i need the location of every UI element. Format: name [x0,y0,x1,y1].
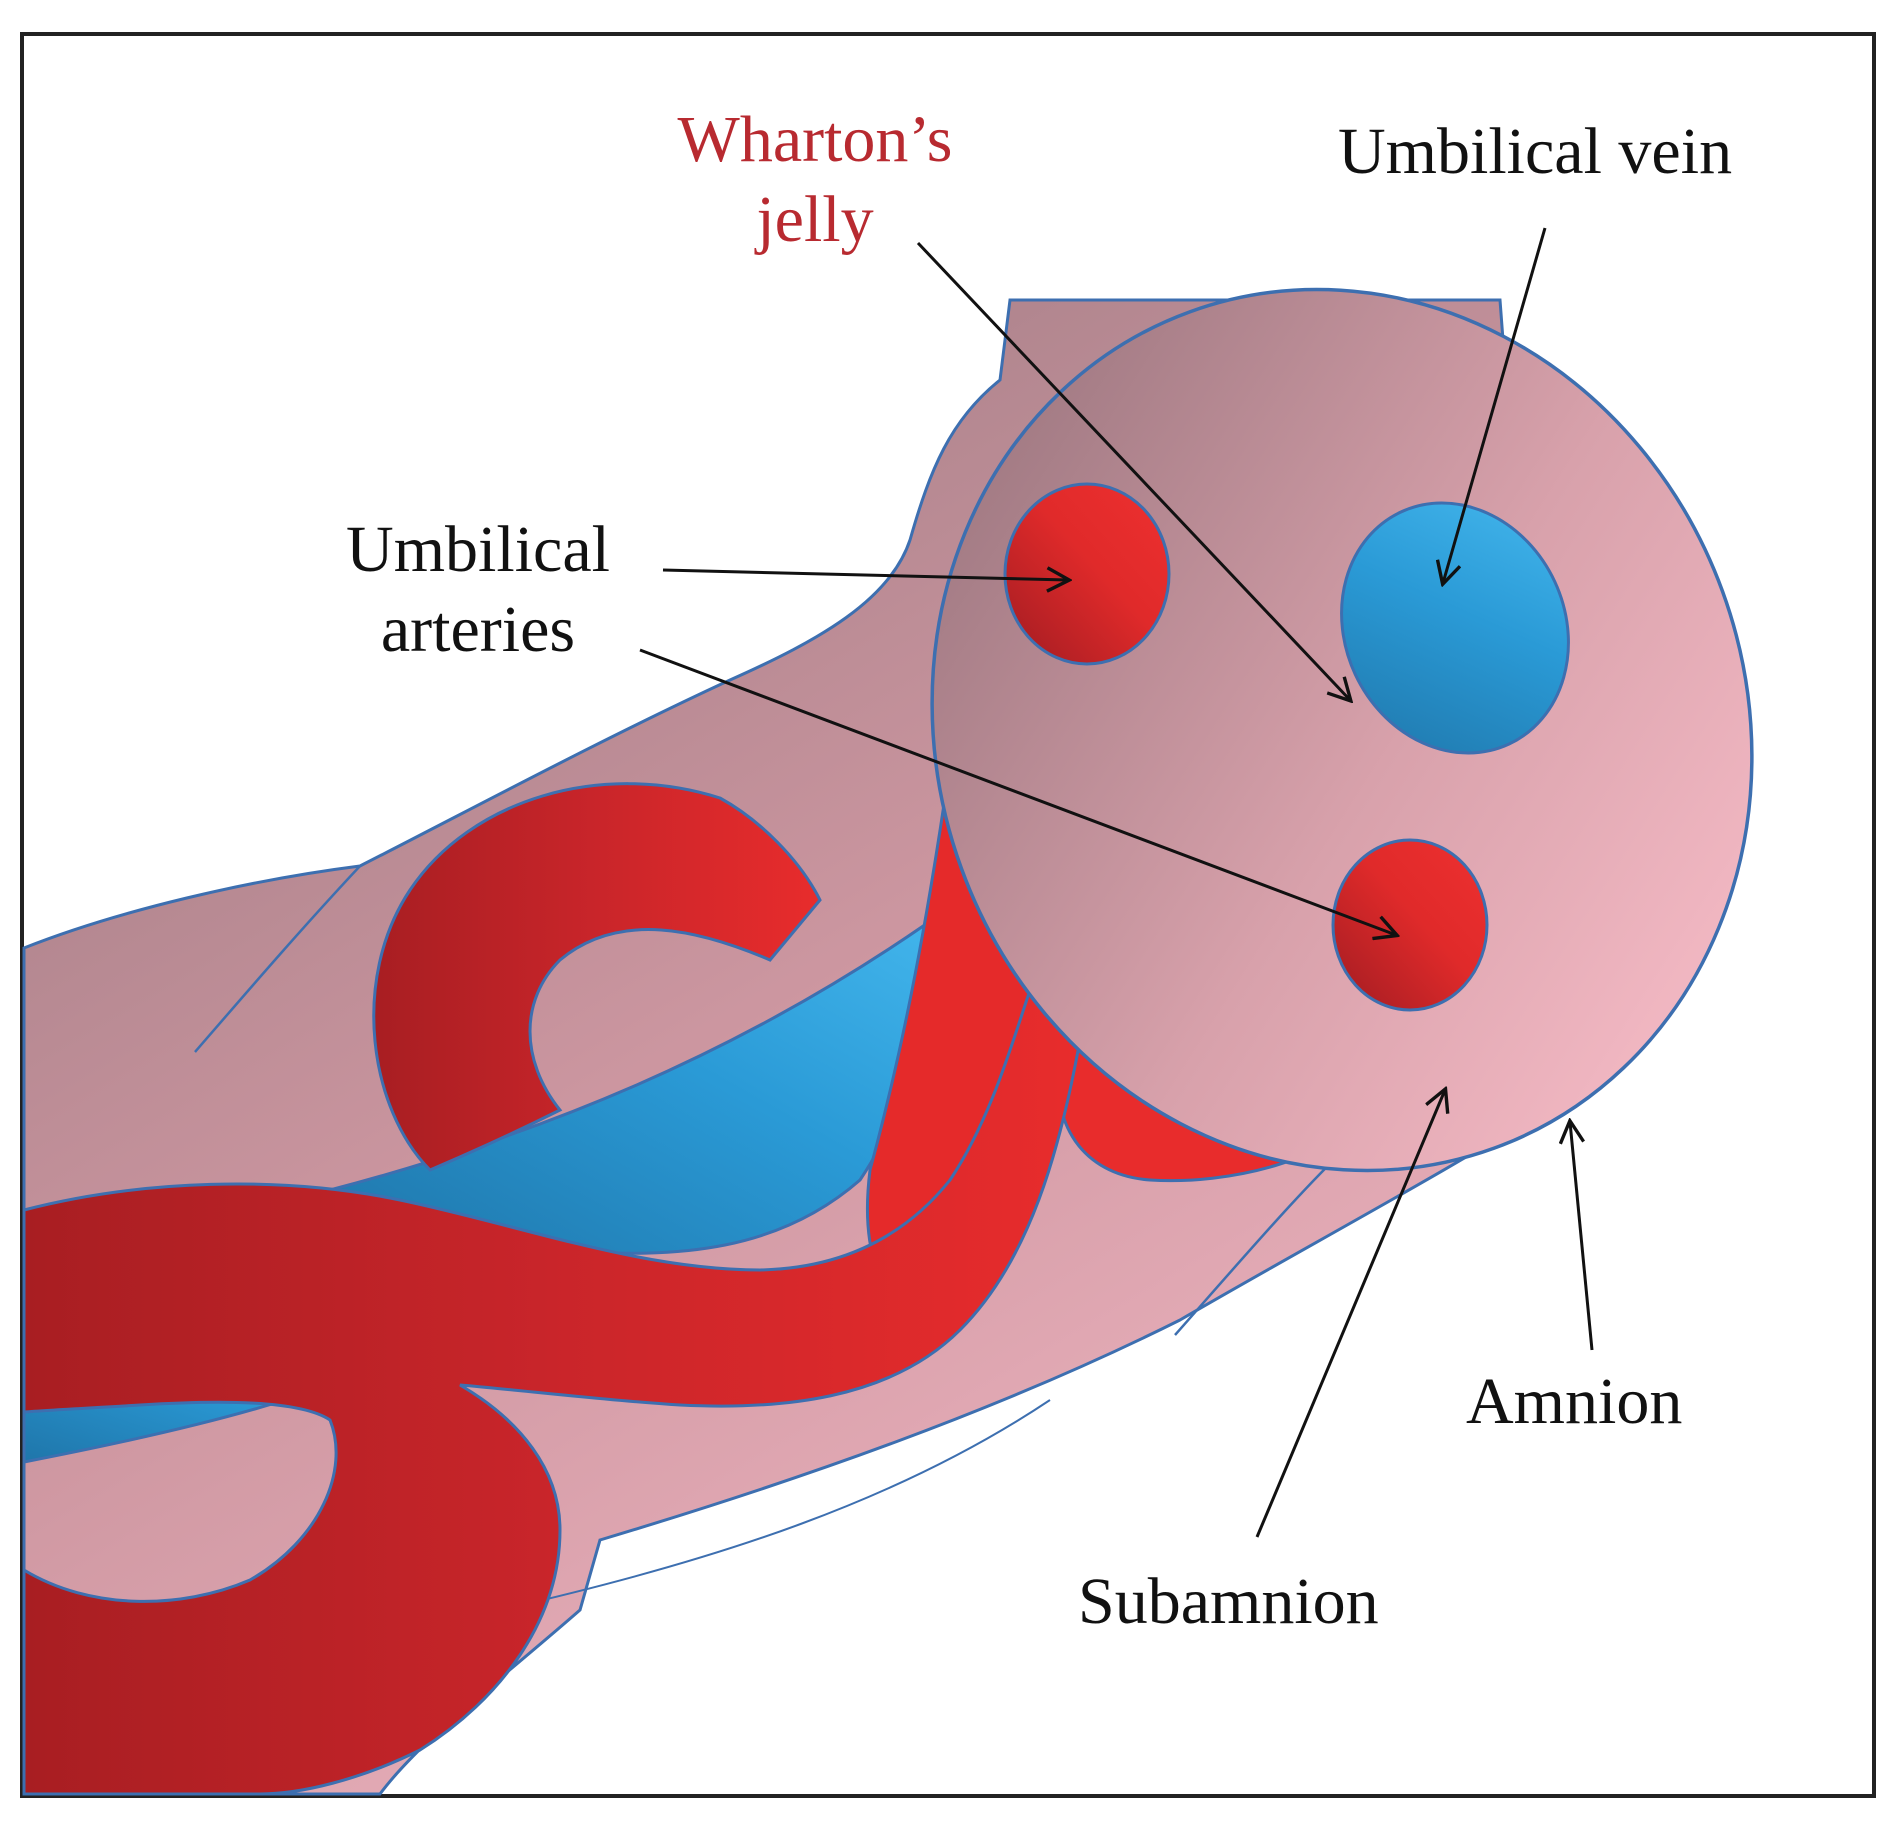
umbilical-artery-main [22,987,1082,1796]
cord-contour [194,865,361,1053]
umbilical-arteries-arrow-lower [639,648,1396,935]
umbilical-artery-loop [372,782,822,1172]
umbilical-arteries-label-line1: Umbilical [346,513,610,586]
umbilical-vein-label: Umbilical vein [1338,115,1733,188]
whartons-jelly-arrow [916,241,1350,700]
whartons-jelly-label-line1: Wharton’s [677,103,953,176]
umbilical-arteries-arrow-upper [662,570,1068,580]
umbilical-vein-cross-section [1340,501,1570,755]
whartons-jelly-label-line2: jelly [756,183,874,256]
amnion-label: Amnion [1466,1365,1683,1438]
umbilical-artery-upper [1003,482,1171,666]
umbilical-vein-arrow [1443,227,1547,583]
subamnion-arrow [1255,1090,1445,1538]
whartons-jelly-label: Wharton’s jelly [640,100,990,260]
umbilical-artery-lower [1331,838,1489,1012]
subamnion-label: Subamnion [1078,1565,1379,1638]
umbilical-arteries-label: Umbilical arteries [318,510,638,670]
amnion-arrow [1570,1122,1594,1351]
leader-arrows [639,227,1594,1538]
cord-illustration [22,287,1754,1796]
umbilical-arteries-label-line2: arteries [380,593,576,666]
cord-contour [499,1399,1051,1611]
